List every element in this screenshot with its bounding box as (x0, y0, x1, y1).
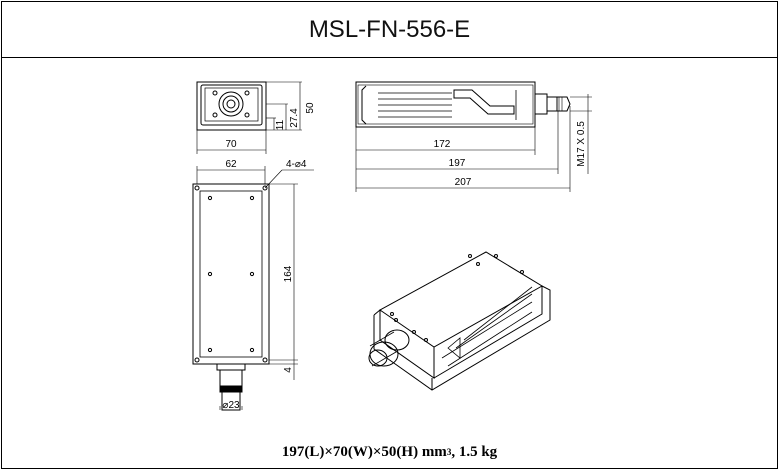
dim-thread: M17 X 0.5 (576, 121, 587, 167)
page-title: MSL-FN-556-E (2, 2, 777, 58)
dim-holes: 4-⌀4 (286, 159, 307, 170)
dim-top-length: 164 (283, 265, 294, 282)
isometric-view (368, 251, 551, 391)
front-view (196, 81, 302, 154)
caption-dimensions: 197(L)×70(W)×50(H) mm (281, 443, 447, 460)
caption-superscript: 3 (446, 447, 452, 457)
dim-side-body: 172 (434, 139, 451, 150)
dim-top-hole-span: 62 (225, 159, 237, 170)
dim-connector-dia: ⌀23 (222, 400, 240, 411)
side-view (355, 81, 592, 192)
dim-front-height: 50 (305, 102, 316, 114)
dim-front-axis-height: 27.4 (289, 108, 300, 128)
dim-side-total: 207 (455, 177, 472, 188)
dim-side-overall: 197 (449, 158, 466, 169)
dim-top-edge: 4 (283, 367, 294, 373)
dim-front-width: 70 (225, 139, 237, 150)
dim-front-base: 11 (275, 119, 286, 130)
caption-weight: , 1.5 kg (451, 443, 498, 460)
top-view (192, 166, 314, 411)
